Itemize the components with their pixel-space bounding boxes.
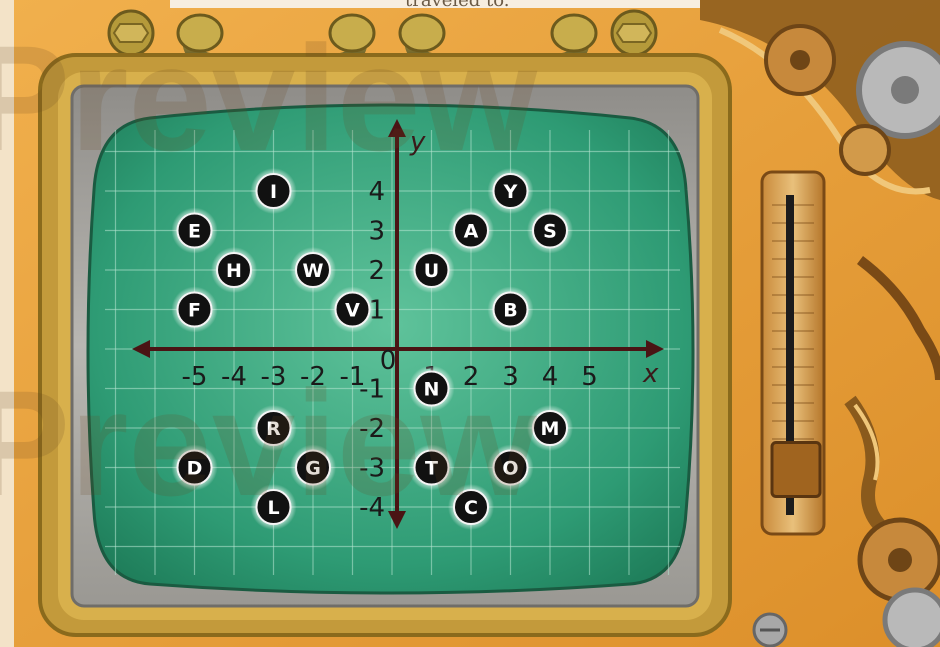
point-U: U (409, 247, 455, 293)
slider-knob[interactable] (772, 443, 820, 497)
x-tick-label: 4 (542, 362, 559, 392)
point-S: S (527, 208, 573, 254)
point-label: S (543, 221, 557, 243)
point-label: U (424, 260, 439, 282)
point-H: H (211, 247, 257, 293)
point-label: F (188, 300, 201, 322)
x-tick-label: 5 (581, 362, 598, 392)
point-label: H (226, 260, 242, 282)
point-label: E (188, 221, 201, 243)
point-label: Y (503, 181, 518, 203)
watermark: Preview (0, 14, 537, 182)
watermark-lower: Preview (0, 359, 537, 527)
point-label: V (345, 300, 360, 322)
y-tick-label: 3 (368, 217, 385, 247)
top-text: traveled to. (405, 0, 510, 11)
point-label: I (270, 181, 277, 203)
point-E: E (172, 208, 218, 254)
point-label: A (464, 221, 479, 243)
point-A: A (448, 208, 494, 254)
y-tick-label: 2 (368, 256, 385, 286)
point-label: M (541, 418, 560, 440)
point-label: B (503, 300, 517, 322)
point-label: W (303, 260, 324, 282)
point-B: B (488, 287, 534, 333)
point-W: W (290, 247, 336, 293)
point-V: V (330, 287, 376, 333)
x-axis-label: x (642, 359, 659, 389)
top-right-bolt-icon (612, 11, 656, 55)
volume-slider[interactable] (762, 172, 824, 534)
point-F: F (172, 287, 218, 333)
